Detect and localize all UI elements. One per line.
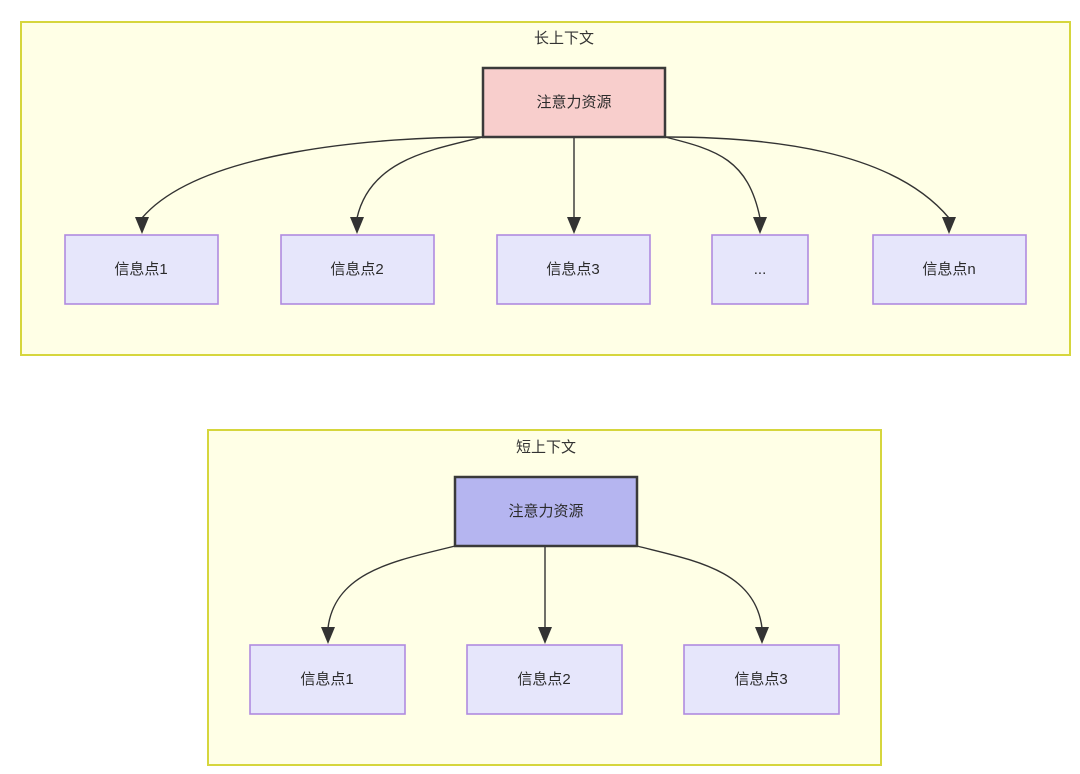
long-context-info-box-n[interactable] (872, 234, 1027, 305)
long-context-info-label-3: 信息点3 (546, 261, 599, 278)
edge-short-root-to-info-1 (327, 545, 456, 629)
short-context-info-label-1: 信息点1 (300, 671, 353, 688)
short-context-info-box-2[interactable] (466, 644, 623, 715)
long-context-info-box-ellipsis[interactable] (711, 234, 809, 305)
long-context-edges (135, 136, 956, 234)
arrowhead-info-3 (567, 217, 581, 234)
edge-root-to-info-5 (664, 136, 950, 219)
short-context-info-node-1[interactable]: 信息点1 (249, 644, 406, 715)
short-context-info-box-3[interactable] (683, 644, 840, 715)
short-context-edges (321, 545, 769, 644)
arrowhead-info-5 (942, 217, 956, 234)
long-context-title: 长上下文 (534, 30, 594, 47)
long-context-info-box-2[interactable] (280, 234, 435, 305)
short-context-title: 短上下文 (516, 439, 576, 456)
long-context-info-node-2[interactable]: 信息点2 (280, 234, 435, 305)
long-context-group: 长上下文 注意力资源 信息 (20, 21, 1071, 356)
long-context-info-node-3[interactable]: 信息点3 (496, 234, 651, 305)
short-context-attention-label: 注意力资源 (508, 502, 583, 520)
short-context-info-box-1[interactable] (249, 644, 406, 715)
short-context-info-label-3: 信息点3 (734, 671, 787, 688)
long-context-info-node-n[interactable]: 信息点n (872, 234, 1027, 305)
arrowhead-info-1 (135, 217, 149, 234)
long-context-info-label-2: 信息点2 (330, 261, 383, 278)
short-context-attention-node[interactable]: 注意力资源 (453, 475, 639, 548)
long-context-info-label-ellipsis: ... (754, 261, 767, 278)
arrowhead-short-info-3 (755, 627, 769, 644)
long-context-attention-box[interactable] (481, 66, 667, 139)
long-context-info-node-1[interactable]: 信息点1 (64, 234, 219, 305)
short-context-attention-box[interactable] (453, 475, 639, 548)
long-context-attention-label: 注意力资源 (536, 93, 611, 111)
arrowhead-short-info-1 (321, 627, 335, 644)
long-context-info-box-1[interactable] (64, 234, 219, 305)
short-context-info-node-3[interactable]: 信息点3 (683, 644, 840, 715)
edge-short-root-to-info-3 (636, 545, 763, 629)
long-context-info-node-ellipsis[interactable]: ... (711, 234, 809, 305)
long-context-info-label-1: 信息点1 (114, 261, 167, 278)
edge-root-to-info-4 (664, 136, 761, 219)
arrowhead-info-4 (753, 217, 767, 234)
short-context-group: 短上下文 注意力资源 信息点1 信息点 (207, 429, 882, 766)
edge-root-to-info-1 (141, 136, 484, 219)
long-context-info-box-3[interactable] (496, 234, 651, 305)
long-context-info-label-n: 信息点n (922, 261, 975, 278)
short-context-info-label-2: 信息点2 (517, 671, 570, 688)
long-context-attention-node[interactable]: 注意力资源 (481, 66, 667, 139)
arrowhead-short-info-2 (538, 627, 552, 644)
short-context-info-node-2[interactable]: 信息点2 (466, 644, 623, 715)
edge-root-to-info-2 (356, 136, 484, 219)
arrowhead-info-2 (350, 217, 364, 234)
